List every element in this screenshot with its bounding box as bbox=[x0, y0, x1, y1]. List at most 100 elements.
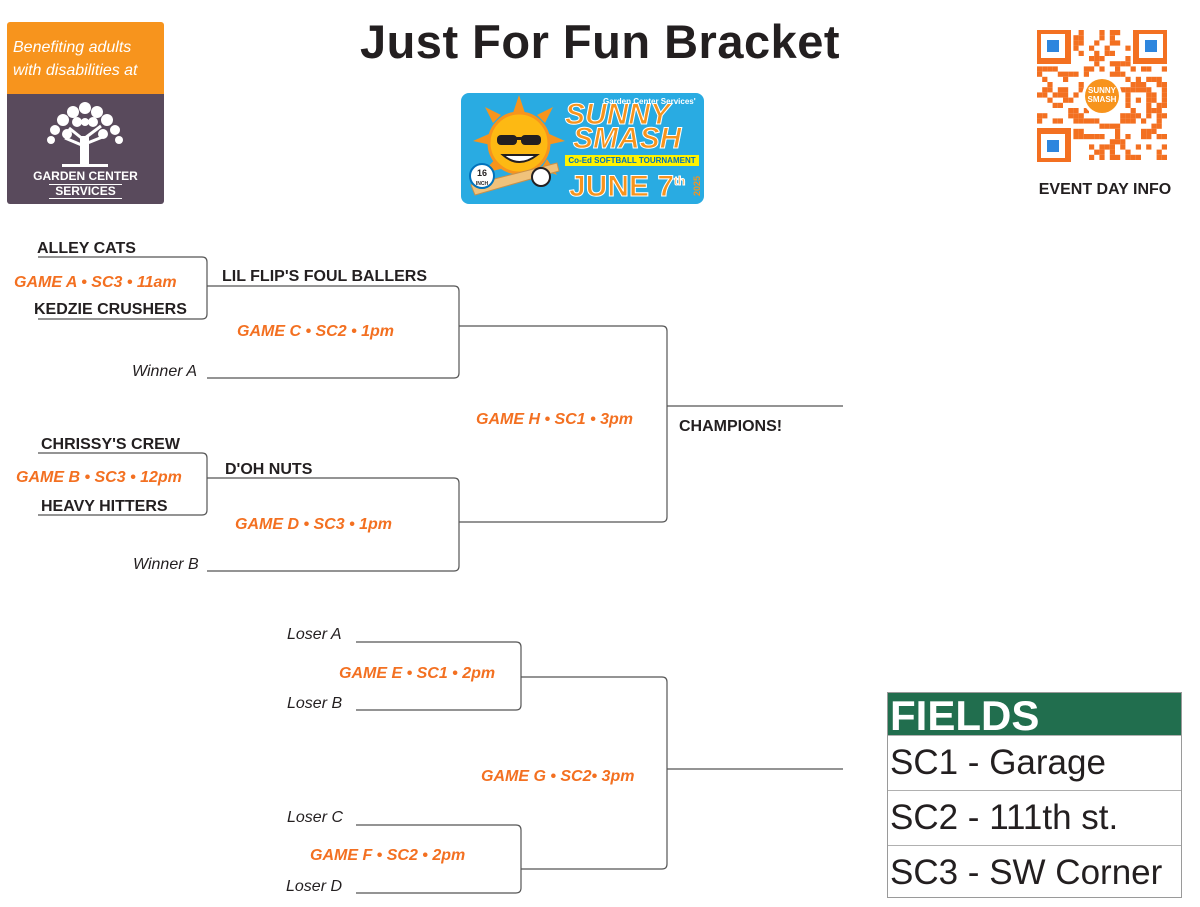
qr-module bbox=[1125, 76, 1131, 82]
qr-code-icon[interactable]: SUNNY SMASH bbox=[1037, 30, 1167, 162]
qr-module bbox=[1078, 128, 1084, 134]
qr-module bbox=[1073, 35, 1079, 41]
event-subtitle: Co-Ed SOFTBALL TOURNAMENT bbox=[565, 155, 699, 166]
qr-module bbox=[1161, 113, 1167, 119]
qr-module bbox=[1037, 113, 1043, 119]
qr-module bbox=[1099, 149, 1105, 155]
qr-module bbox=[1151, 108, 1157, 114]
qr-module bbox=[1125, 61, 1131, 67]
qr-module bbox=[1125, 97, 1131, 103]
event-date: JUNE 7th bbox=[568, 166, 685, 202]
qr-module bbox=[1141, 66, 1147, 72]
qr-module bbox=[1156, 108, 1162, 114]
qr-module bbox=[1146, 76, 1152, 82]
sponsor-org: GARDEN CENTER SERVICES bbox=[7, 94, 164, 204]
game-b-label: GAME B • SC3 • 12pm bbox=[16, 469, 182, 486]
qr-module bbox=[1089, 56, 1095, 62]
qr-module bbox=[1146, 134, 1152, 140]
game-c-team2: Winner A bbox=[132, 363, 198, 380]
qr-module bbox=[1109, 71, 1115, 77]
qr-module bbox=[1135, 144, 1141, 150]
sponsor-org-name: GARDEN CENTER SERVICES bbox=[7, 170, 164, 199]
qr-module bbox=[1125, 134, 1131, 140]
qr-module bbox=[1141, 118, 1147, 124]
fields-row: SC1 - Garage bbox=[888, 735, 1181, 790]
qr-module bbox=[1094, 40, 1100, 46]
qr-module bbox=[1125, 118, 1131, 124]
qr-module bbox=[1083, 108, 1089, 114]
qr-module bbox=[1135, 97, 1141, 103]
game-b-team2: HEAVY HITTERS bbox=[41, 498, 168, 515]
qr-module bbox=[1057, 102, 1063, 108]
qr-module bbox=[1073, 108, 1079, 114]
qr-module bbox=[1073, 113, 1079, 119]
qr-module bbox=[1146, 128, 1152, 134]
game-d-team2: Winner B bbox=[133, 556, 199, 573]
qr-module bbox=[1042, 76, 1048, 82]
game-c-bracket-line bbox=[207, 285, 460, 379]
qr-module bbox=[1120, 113, 1126, 119]
qr-module bbox=[1146, 92, 1152, 98]
qr-module bbox=[1141, 87, 1147, 93]
game-d-team1: D'OH NUTS bbox=[225, 461, 313, 478]
qr-module bbox=[1125, 87, 1131, 93]
qr-module bbox=[1161, 134, 1167, 140]
qr-module bbox=[1063, 97, 1069, 103]
qr-module bbox=[1057, 87, 1063, 93]
qr-module bbox=[1115, 154, 1121, 160]
qr-module bbox=[1057, 92, 1063, 98]
game-c-team1: LIL FLIP'S FOUL BALLERS bbox=[222, 268, 427, 285]
qr-module bbox=[1068, 71, 1074, 77]
qr-module bbox=[1109, 154, 1115, 160]
qr-module bbox=[1089, 66, 1095, 72]
qr-module bbox=[1063, 87, 1069, 93]
qr-module bbox=[1130, 154, 1136, 160]
qr-module bbox=[1083, 118, 1089, 124]
qr-module bbox=[1104, 45, 1110, 51]
qr-module bbox=[1151, 128, 1157, 134]
sponsor-logo: Benefiting adults with disabilities at G… bbox=[7, 22, 164, 204]
sponsor-org-line1: GARDEN CENTER bbox=[33, 169, 138, 183]
qr-module bbox=[1078, 87, 1084, 93]
qr-module bbox=[1130, 113, 1136, 119]
qr-module bbox=[1094, 50, 1100, 56]
qr-module bbox=[1042, 92, 1048, 98]
qr-module bbox=[1125, 113, 1131, 119]
qr-module bbox=[1094, 149, 1100, 155]
game-d-label: GAME D • SC3 • 1pm bbox=[235, 516, 393, 533]
qr-module bbox=[1073, 134, 1079, 140]
qr-module bbox=[1135, 113, 1141, 119]
qr-module bbox=[1120, 144, 1126, 150]
qr-module bbox=[1120, 61, 1126, 67]
game-b-team1: CHRISSY'S CREW bbox=[41, 436, 180, 453]
qr-module bbox=[1146, 113, 1152, 119]
qr-module bbox=[1115, 40, 1121, 46]
qr-module bbox=[1109, 35, 1115, 41]
sponsor-tagline-line2: with disabilities at bbox=[13, 62, 138, 79]
qr-module bbox=[1083, 134, 1089, 140]
qr-module bbox=[1125, 92, 1131, 98]
event-presenter: Garden Center Services' bbox=[603, 97, 696, 106]
qr-module bbox=[1156, 113, 1162, 119]
qr-module bbox=[1099, 134, 1105, 140]
ball-size-unit: INCH bbox=[475, 181, 489, 187]
qr-module bbox=[1146, 87, 1152, 93]
qr-module bbox=[1047, 82, 1053, 88]
fields-table: FIELDS SC1 - Garage SC2 - 111th st. SC3 … bbox=[887, 692, 1182, 898]
qr-module bbox=[1073, 118, 1079, 124]
qr-module bbox=[1161, 97, 1167, 103]
qr-module bbox=[1109, 61, 1115, 67]
qr-module bbox=[1073, 128, 1079, 134]
qr-module bbox=[1109, 149, 1115, 155]
game-c-label: GAME C • SC2 • 1pm bbox=[237, 323, 395, 340]
qr-module bbox=[1156, 154, 1162, 160]
qr-module bbox=[1141, 128, 1147, 134]
qr-module bbox=[1135, 154, 1141, 160]
qr-module bbox=[1078, 40, 1084, 46]
qr-module bbox=[1078, 134, 1084, 140]
qr-module bbox=[1130, 108, 1136, 114]
qr-module bbox=[1047, 97, 1053, 103]
qr-module bbox=[1146, 108, 1152, 114]
qr-module bbox=[1047, 87, 1053, 93]
qr-module bbox=[1125, 154, 1131, 160]
